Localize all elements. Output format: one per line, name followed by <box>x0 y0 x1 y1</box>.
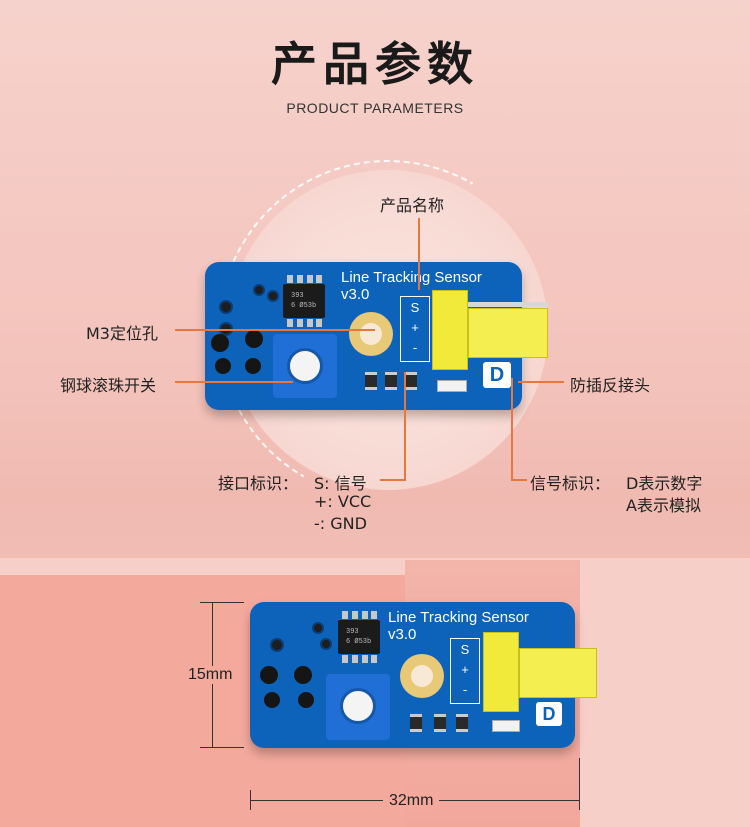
potentiometer <box>273 334 337 398</box>
dimension-tick <box>250 790 251 810</box>
callout-interface-gnd: -: GND <box>314 514 367 533</box>
board-title: Line Tracking Sensor <box>341 269 482 286</box>
width-dimension: 32mm <box>383 792 440 810</box>
connector-pin <box>468 302 548 307</box>
callout-line <box>404 372 406 480</box>
signal-type-badge: D <box>536 702 562 726</box>
anti-reverse-connector <box>483 632 519 712</box>
smd-component <box>434 714 446 732</box>
smd-component <box>456 714 468 732</box>
sensor-board-top: Line Tracking Sensor v3.0 393 6 Ø53b S +… <box>205 262 522 410</box>
signal-type-badge: D <box>483 362 511 388</box>
comparator-chip: 393 6 Ø53b <box>283 275 325 327</box>
callout-line <box>511 479 527 481</box>
callout-signal-label: 信号标识： <box>530 474 611 493</box>
board-version: v3.0 <box>341 286 370 303</box>
dimension-tick <box>200 747 244 748</box>
smd-component <box>365 372 377 390</box>
ir-sensor <box>245 330 263 348</box>
sensor-board-bottom: Line Tracking Sensor v3.0 393 6 Ø53b S +… <box>250 602 575 748</box>
status-led <box>437 380 467 392</box>
via-pad <box>253 284 265 296</box>
chip-marking-1: 393 <box>346 628 359 636</box>
connector-housing <box>519 648 597 698</box>
callout-interface-vcc: +: VCC <box>314 492 372 511</box>
callout-line <box>511 378 513 480</box>
smd-component <box>385 372 397 390</box>
callout-m3-hole: M3定位孔 <box>86 324 158 343</box>
callout-interface-label: 接口标识： <box>218 474 299 493</box>
potentiometer <box>326 674 390 740</box>
callout-ball-switch: 钢球滚珠开关 <box>60 376 157 395</box>
dimension-tick <box>200 602 244 603</box>
board-title: Line Tracking Sensor <box>388 609 529 626</box>
dimension-tick <box>579 758 580 810</box>
m3-mounting-hole <box>349 312 393 356</box>
via-pad <box>267 290 279 302</box>
via-pad <box>219 300 233 314</box>
pin-label-plus: + <box>461 662 469 677</box>
ir-sensor <box>260 666 278 684</box>
m3-mounting-hole <box>400 654 444 698</box>
via-pad <box>320 638 332 650</box>
via-pad <box>312 622 324 634</box>
callout-line <box>418 218 420 290</box>
anti-reverse-connector <box>432 290 468 370</box>
via-pad <box>270 638 284 652</box>
pin-label-plus: + <box>411 320 419 335</box>
pin-label-box <box>450 638 480 704</box>
callout-line <box>380 479 406 481</box>
callout-signal-digital: D表示数字 <box>626 474 703 493</box>
ir-sensor <box>211 334 229 352</box>
page-subtitle: PRODUCT PARAMETERS <box>286 100 464 116</box>
pin-label-s: S <box>460 642 470 657</box>
board-version: v3.0 <box>388 626 417 643</box>
callout-product-name: 产品名称 <box>380 196 445 215</box>
pin-label-minus: - <box>412 340 418 355</box>
smd-component <box>410 714 422 732</box>
pin-label-s: S <box>410 300 420 315</box>
smd-component <box>405 372 417 390</box>
callout-line <box>175 329 375 331</box>
ir-sensor <box>245 358 261 374</box>
ir-sensor <box>215 358 231 374</box>
pin-label-minus: - <box>462 682 468 697</box>
ir-sensor <box>264 692 280 708</box>
callout-anti-reverse: 防插反接头 <box>570 376 651 395</box>
status-led <box>492 720 520 732</box>
callout-interface-s: S: 信号 <box>314 474 367 493</box>
comparator-chip: 393 6 Ø53b <box>338 611 380 663</box>
ir-sensor <box>298 692 314 708</box>
callout-line <box>175 381 293 383</box>
pin-label-box <box>400 296 430 362</box>
callout-line <box>518 381 564 383</box>
height-dimension: 15mm <box>186 666 235 684</box>
page-title: 产品参数 <box>271 37 479 91</box>
chip-marking-1: 393 <box>291 292 304 300</box>
chip-marking-2: 6 Ø53b <box>346 638 372 646</box>
connector-housing <box>468 308 548 358</box>
ir-sensor <box>294 666 312 684</box>
chip-marking-2: 6 Ø53b <box>291 302 317 310</box>
callout-signal-analog: A表示模拟 <box>626 496 701 515</box>
